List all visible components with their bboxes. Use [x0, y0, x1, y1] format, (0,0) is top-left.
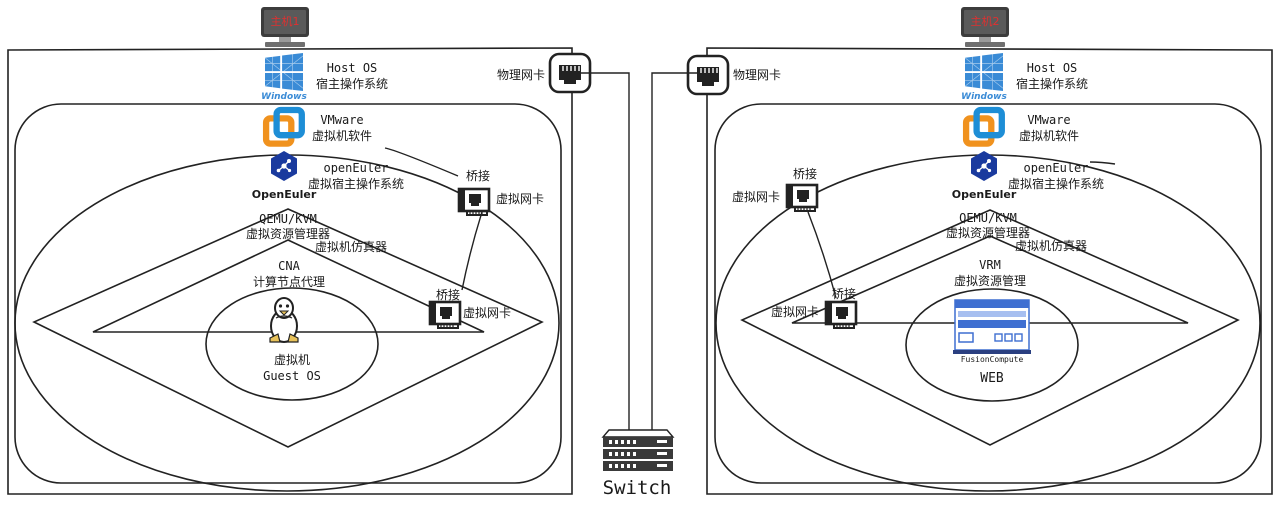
host2-monitor-label: 主机2: [971, 14, 1000, 28]
host1-openeuler-subtitle: 虚拟宿主操作系统: [308, 176, 404, 191]
host2-openeuler-logo-text: OpenEuler: [952, 188, 1017, 201]
host2-fusion-layer: [905, 288, 1079, 402]
host2-vmware-title: VMware: [1027, 113, 1070, 127]
host1-bridge-outer-label: 桥接: [466, 168, 490, 183]
host2-bridge-inner-nic-label: 虚拟网卡: [771, 305, 819, 319]
host1-vmware-title: VMware: [320, 113, 363, 127]
host1-vmware-subtitle: 虚拟机软件: [312, 129, 372, 143]
host1-windows-logo-text: Windows: [261, 92, 307, 102]
host2-windows-logo-text: Windows: [961, 92, 1007, 102]
host2-qemu-title: QEMU/KVM: [959, 211, 1017, 225]
host1-cna-title: CNA: [278, 259, 300, 273]
host2-vrm-title: VRM: [979, 258, 1001, 272]
host1-guest-subtitle: Guest OS: [263, 369, 321, 383]
host2-bridge-outer-label: 桥接: [793, 166, 817, 181]
host2-physical-nic-label: 物理网卡: [733, 68, 781, 82]
host1-qemu-subtitle: 虚拟资源管理器: [246, 226, 330, 241]
host2-vmware-icon: [966, 110, 1002, 144]
host1-openeuler-title: openEuler: [323, 161, 388, 175]
host2-bridge-nic-outer-icon: [785, 183, 819, 213]
host2-vmware-subtitle: 虚拟机软件: [1019, 129, 1079, 143]
host1-vmware-layer: [14, 103, 562, 484]
host1-qemu-note: 虚拟机仿真器: [315, 240, 387, 254]
host1-bridge-inner-label: 桥接: [436, 287, 460, 302]
host1-host-os-subtitle: 宿主操作系统: [316, 76, 388, 91]
network-cables: [580, 72, 700, 435]
host2-qemu-layer: [740, 209, 1240, 446]
host2-qemu-note: 虚拟机仿真器: [1015, 239, 1087, 253]
host2-windows-icon: [964, 52, 1004, 92]
host2-physical-nic-icon: [686, 54, 730, 96]
host1-frame: [7, 47, 573, 495]
host1-bridge-connector: [384, 147, 483, 291]
host1-physical-nic-label: 物理网卡: [497, 68, 545, 82]
host1-vmware-icon: [266, 110, 302, 144]
host1-panel: 主机1 Windows Host OS 宿主操作系统 VMware 虚拟机软件 …: [7, 7, 592, 495]
host2-bridge-nic-inner-icon: [824, 300, 858, 330]
host1-windows-icon: [264, 52, 304, 92]
host2-vrm-subtitle: 虚拟资源管理: [954, 273, 1026, 288]
switch-icon: [601, 429, 675, 471]
host1-cna-subtitle: 计算节点代理: [253, 274, 325, 289]
host2-host-os-subtitle: 宿主操作系统: [1016, 76, 1088, 91]
host2-openeuler-title: openEuler: [1023, 161, 1088, 175]
host2-web-title: WEB: [980, 371, 1004, 386]
host1-bridge-nic-outer-icon: [457, 187, 491, 217]
host1-monitor-label: 主机1: [271, 14, 300, 28]
host1-host-os-title: Host OS: [327, 61, 378, 75]
host2-qemu-subtitle: 虚拟资源管理器: [946, 225, 1030, 240]
host2-host-os-title: Host OS: [1027, 61, 1078, 75]
host2-bridge-connector: [807, 161, 1116, 299]
host1-guest-title: 虚拟机: [274, 353, 310, 367]
host1-linux-tux-icon: [269, 297, 299, 343]
host2-fusioncompute-text: FusionCompute: [961, 355, 1024, 364]
host2-openeuler-subtitle: 虚拟宿主操作系统: [1008, 176, 1104, 191]
host1-qemu-layer: [32, 208, 544, 448]
host2-bridge-inner-label: 桥接: [832, 286, 856, 301]
host1-bridge-outer-nic-label: 虚拟网卡: [496, 192, 544, 206]
host1-bridge-inner-nic-label: 虚拟网卡: [463, 306, 511, 320]
host2-vmware-layer: [714, 103, 1262, 484]
host2-panel: 主机2 Windows Host OS 宿主操作系统 VMware 虚拟机软件 …: [686, 7, 1273, 495]
host2-bridge-outer-nic-label: 虚拟网卡: [732, 190, 780, 204]
host1-qemu-title: QEMU/KVM: [259, 212, 317, 226]
switch-label: Switch: [603, 477, 672, 499]
host1-bridge-nic-inner-icon: [428, 300, 462, 330]
host1-openeuler-logo-text: OpenEuler: [252, 188, 317, 201]
host2-fusioncompute-icon: [953, 299, 1031, 354]
host1-guest-layer: [205, 287, 379, 401]
host2-frame: [706, 47, 1273, 495]
